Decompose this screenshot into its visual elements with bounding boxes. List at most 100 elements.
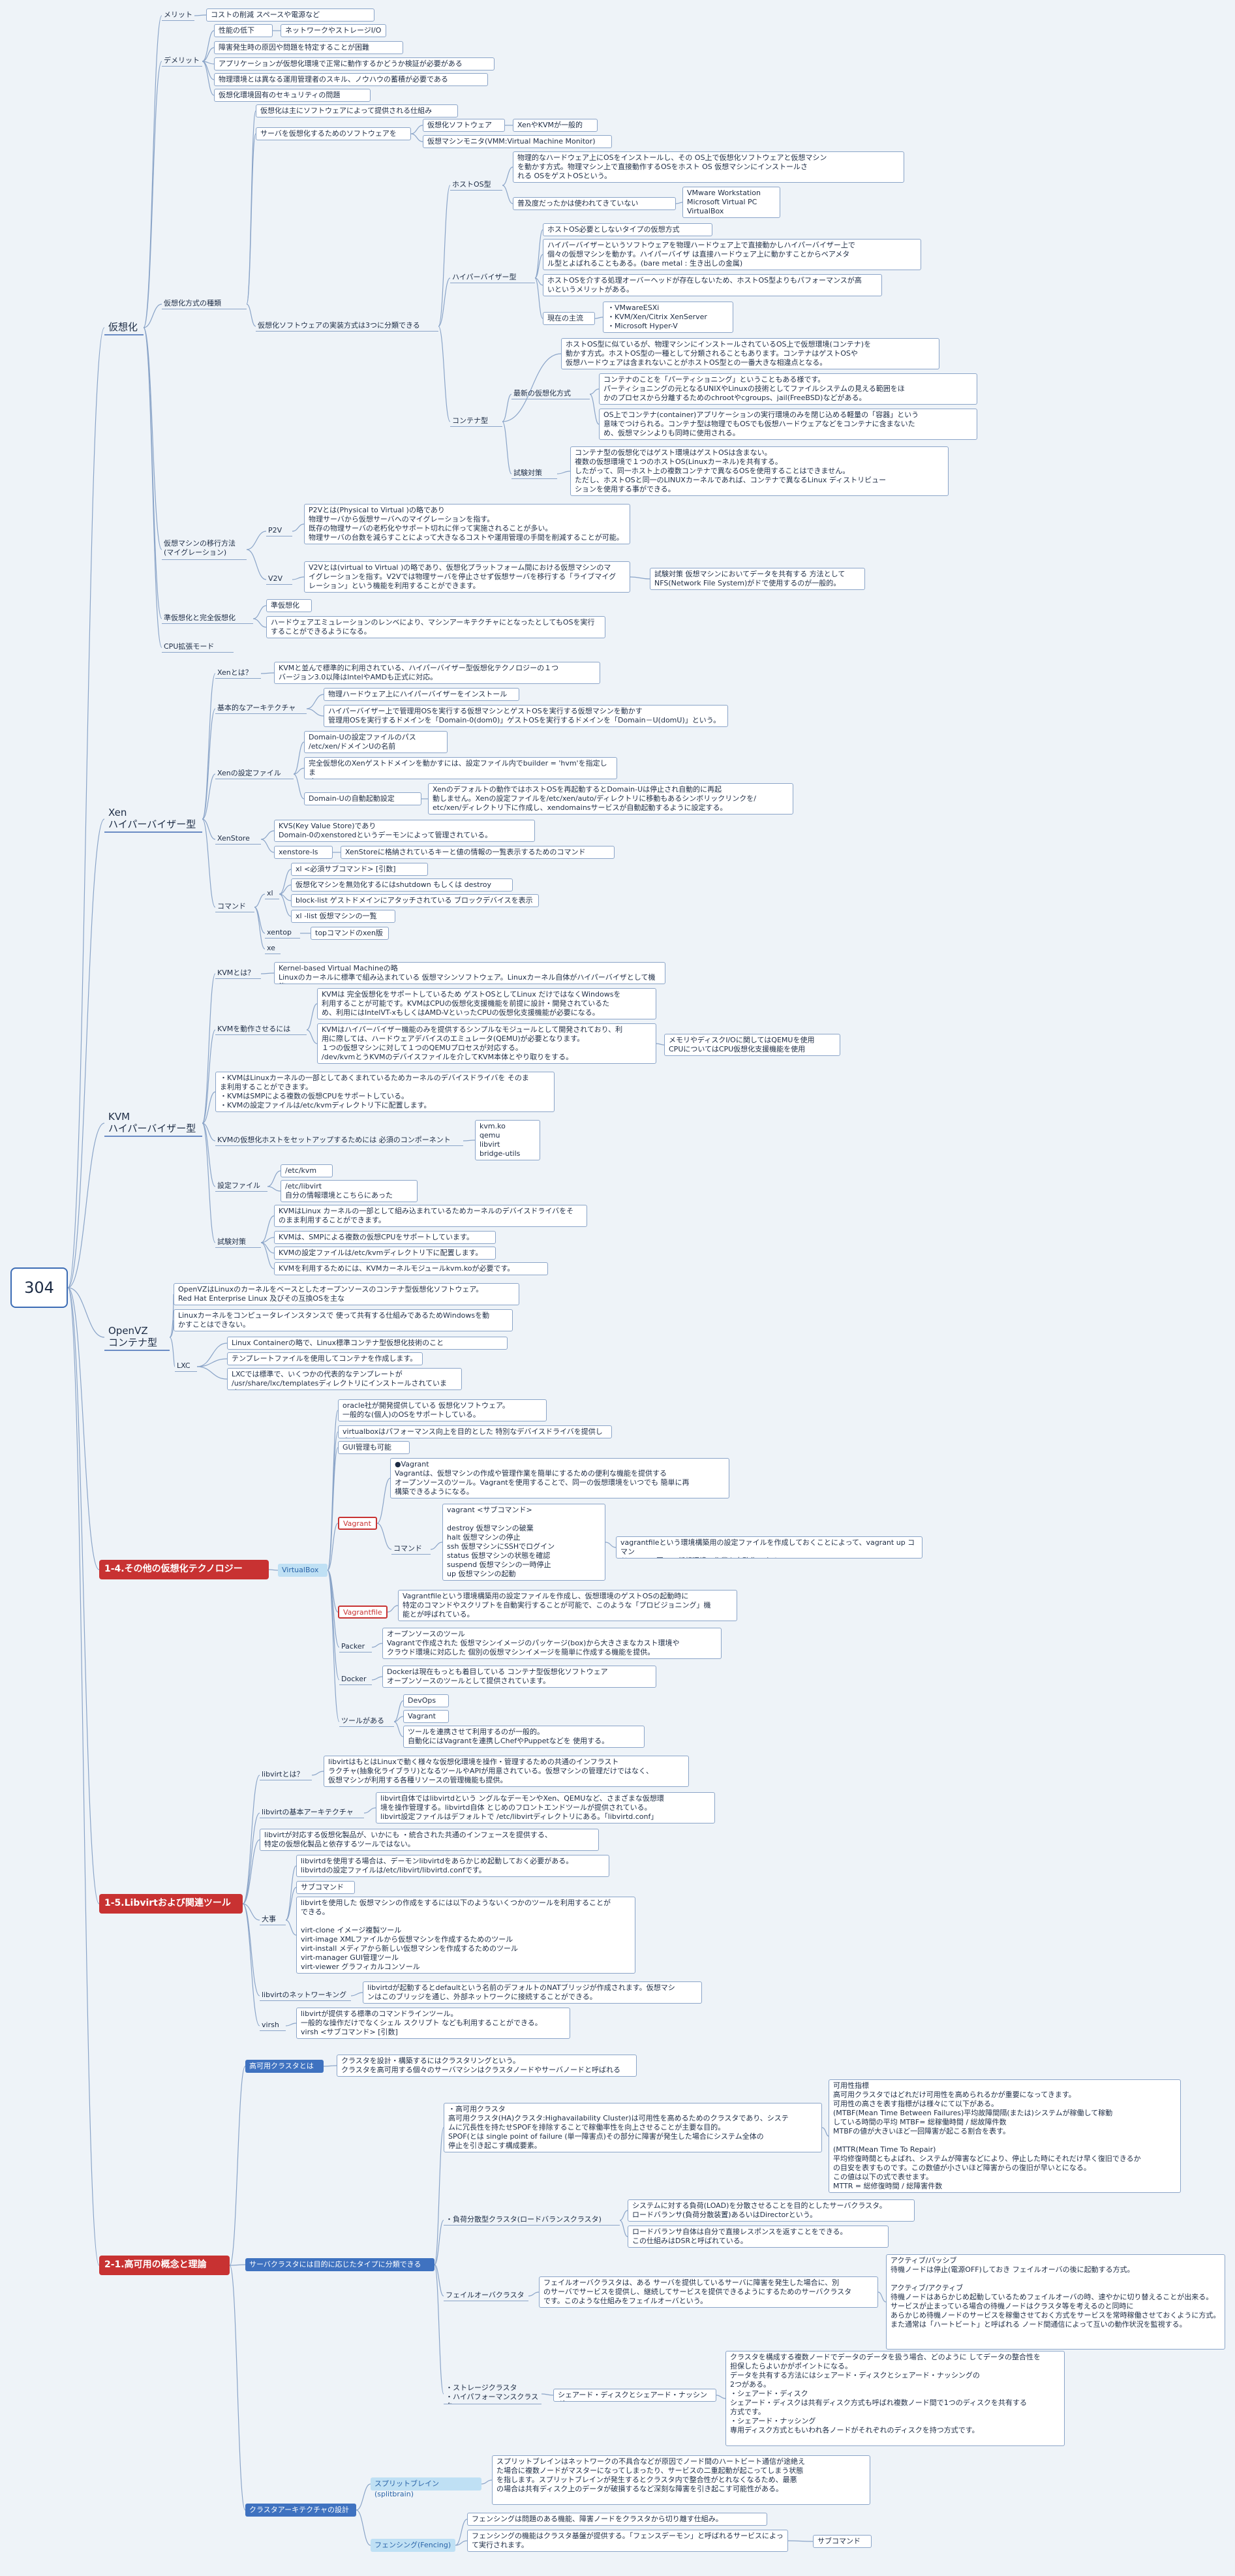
kvm-exam-3: KVMの設定ファイルは/etc/kvmディレクトリ下に配置します。 [274,1247,496,1260]
connector-kvm-exam-label-kvm-exam-4 [260,1242,275,1269]
merit-node: コストの削減 スペースや電源など [206,8,374,22]
virtualization-topic: 仮想化 [104,320,144,335]
connector-root-node-xen-topic [67,818,105,1288]
libvirt-net-label: libvirtのネットワーキング [260,1991,351,2001]
demerit-perf: 性能の低下 [214,24,273,37]
connector-lxc-label-lxc-desc [196,1342,228,1367]
connector-migration-label-p2v-label [246,531,267,550]
connector-xen-topic-xen-config-label [202,773,216,820]
connector-lxc-label-lxc-template [196,1358,228,1367]
virt-kinds-label: 仮想化方式の種類 [162,299,247,309]
xen-config-label: Xenの設定ファイル [215,769,294,779]
shared-disk-node: シェアード・ディスクとシェアード・ナッシング [553,2389,716,2402]
connector-lxc-label-lxc-template-dir [196,1366,228,1380]
libvirt-topic: 1-5.Libvirtおよび関連ツール [99,1894,243,1914]
connector-container-label-container-exam-label [502,421,512,474]
lxc-template: テンプレートファイルを使用してコンテナを作成します。 [227,1352,423,1365]
lb-desc: システムに対する負荷(LOAD)を分散させることを目的としたサーバクラスタ。 ロ… [628,2199,915,2222]
xenstore-label: XenStore [215,834,261,845]
connector-libvirt-arch-label-libvirt-arch [363,1807,376,1814]
ha-purpose-node: サーバクラスタには目的に応じたタイプに分類できる [245,2258,435,2271]
connector-openvz-topic-lxc-label [169,1337,175,1367]
connector-virt-kinds-server-sw-virt-software-node [410,125,423,134]
hyper-desc: ハイパーバイザーというソフトウェアを物理ハードウェア上で直接動かしハイパーバイザ… [543,239,921,270]
connector-failover-desc-failover-modes [877,2291,887,2303]
demerit-perf-io: ネットワークやストレージI/O [281,24,386,37]
connector-root-node-libvirt-topic [67,1287,100,1904]
connector-xen-arch-label-xen-arch-1 [306,694,324,709]
connector-xen-arch-label-xen-arch-2 [306,708,324,717]
xl-syntax: xl <必須サブコマンド> [引数] [291,863,428,876]
connector-docker-label-docker-desc [371,1676,383,1681]
connector-kvm-topic-kvm-what-label [202,973,216,1124]
connector-impl-types-label-hypervisor-label [438,277,451,327]
failover-desc: フェイルオーバクラスタは、ある サーバを提供しているサーバに障害を発生した場合に… [539,2276,878,2308]
packer-label: Packer [339,1642,372,1653]
connector-virt-kinds-server-sw-vmm-node [410,133,423,142]
connector-lb-cluster-label-lb-dsr [619,2220,628,2237]
xen-topic: Xen ハイパーバイザー型 [104,805,202,833]
kvm-exam-4: KVMを利用するためには、KVMカーネルモジュールkvm.koが必要です。 [274,1262,548,1275]
connector-virtualization-topic-merit-label [143,15,162,328]
p2v-label: P2V [266,526,292,536]
v2v-label: V2V [266,574,292,585]
connector-impl-types-label-container-label [438,326,451,422]
connector-root-node-virtualization-topic [67,327,105,1288]
connector-libvirt-topic-libvirt-net-label [242,1903,260,1996]
connector-xl-label-xl-list [279,893,292,917]
connector-libvirt-topic-virsh-label [242,1903,260,2026]
connector-container-latest-label-container-partitioning [589,388,600,395]
virsh-label: virsh [260,2021,286,2031]
demerit-skill: 物理環境とは異なる運用管理者のスキル、ノウハウの蓄積が必要である [214,73,488,86]
connector-xen-what-label-xen-what [260,672,275,674]
connector-virtualbox-node-tools-label [327,1570,340,1722]
kvm-exam-1: KVMはLinux カーネルの一部として組み込まれているためカーネルのデバイスド… [274,1205,587,1227]
connector-hyper-mainstream-hyper-products [594,317,603,319]
openvz-desc: OpenVZはLinuxのカーネルをベースとしたオープンソースのコンテナ型仮想化… [174,1283,519,1305]
connector-ha-purpose-node-ha-cluster [434,2127,444,2265]
connector-container-exam-label-container-exam [557,471,571,474]
demerit-security: 仮想化環境固有のセキュリティの問題 [214,89,371,102]
tools-devops: DevOps [403,1694,449,1707]
connector-vagrant-node-vagrant-cmd-label [376,1523,392,1550]
connector-container-label-container-latest-label [502,394,512,422]
container-lightweight: OS上でコンテナ(container)アプリケーションの実行環境のみを閉じ込める… [599,409,977,440]
connector-ha-purpose-node-storage-cluster-label [434,2264,444,2395]
tools-chef-puppet: ツールを連携させて利用するのが一般的。 自動化にはVagrantを連携しChef… [403,1726,645,1748]
lb-cluster-label: ・負荷分散型クラスタ(ロードバランスクラスタ) [444,2215,620,2226]
merit-label: メリット [162,10,194,21]
connector-hostos-label-hostos-desc [502,166,513,186]
connector-virtualization-topic-migration-label [143,327,162,550]
openvz-topic: OpenVZ コンテナ型 [104,1324,170,1351]
hostos-products: VMware Workstation Microsoft Virtual PC … [682,187,780,218]
connector-xenstore-label-xenstore-ls [260,839,275,853]
failover-modes: アクティブ/パッシブ 待機ノードは停止(電源OFF)しておき フェイルオーバの後… [886,2254,1225,2350]
connector-ha-purpose-node-lb-cluster-label [434,2220,444,2265]
xe-label: xe [265,944,281,954]
connector-kvm-qemu-kvm-qemu-io [656,1043,665,1046]
virt-kinds-server-sw: サーバを仮想化するためのソフトウェアを [256,127,411,140]
kvm-what-label: KVMとは？ [215,969,261,979]
xen-autostart: Domain-Uの自動起動設定 [304,792,421,805]
container-partitioning: コンテナのことを「パーティショニング」ということもある様です。 パーティショニン… [599,373,977,405]
kvm-qemu: KVMはハイパーバイザー機能のみを提供するシンプルなモジュールとして開発されてお… [317,1023,656,1064]
connector-cluster-arch-node-fencing-node [356,2509,371,2546]
para-full-label: 準仮想化と完全仮想化 [162,613,253,624]
connector-ha-purpose-node-failover-label [434,2264,444,2297]
connector-v2v-label-v2v-desc [292,576,305,580]
connector-kvm-topic-kvm-file-label [202,1123,216,1187]
connector-kvm-topic-kvm-notes [202,1091,216,1124]
kvm-notes: ・KVMはLinuxカーネルの一部としてあくまれているためカーネルのデバイスドラ… [215,1072,555,1112]
connector-para-full-label-hw-emulation [252,618,267,628]
connector-root-node-ha-topic [67,1287,100,2266]
connector-virtualization-topic-cpu-ext-mode [143,327,162,648]
connector-virtualbox-node-vbox-gui [327,1447,339,1571]
xl-shutdown: 仮想化マシンを無効化するにはshutdown もしくは destroy [291,878,513,892]
xen-arch-1: 物理ハードウェア上にハイパーバイザーをインストール [324,688,519,701]
xen-config-path: Domain-Uの設定ファイルのパス /etc/xen/ドメインUの名前 [304,731,448,753]
other-tech-topic: 1-4.その他の仮想化テクノロジー [99,1560,269,1579]
tools-vagrant: Vagrant [403,1710,449,1723]
connector-kvm-topic-kvm-exam-label [202,1123,216,1243]
connector-xen-cmd-label-xe-label [254,907,266,950]
connector-xl-label-xl-shutdown [279,884,292,895]
